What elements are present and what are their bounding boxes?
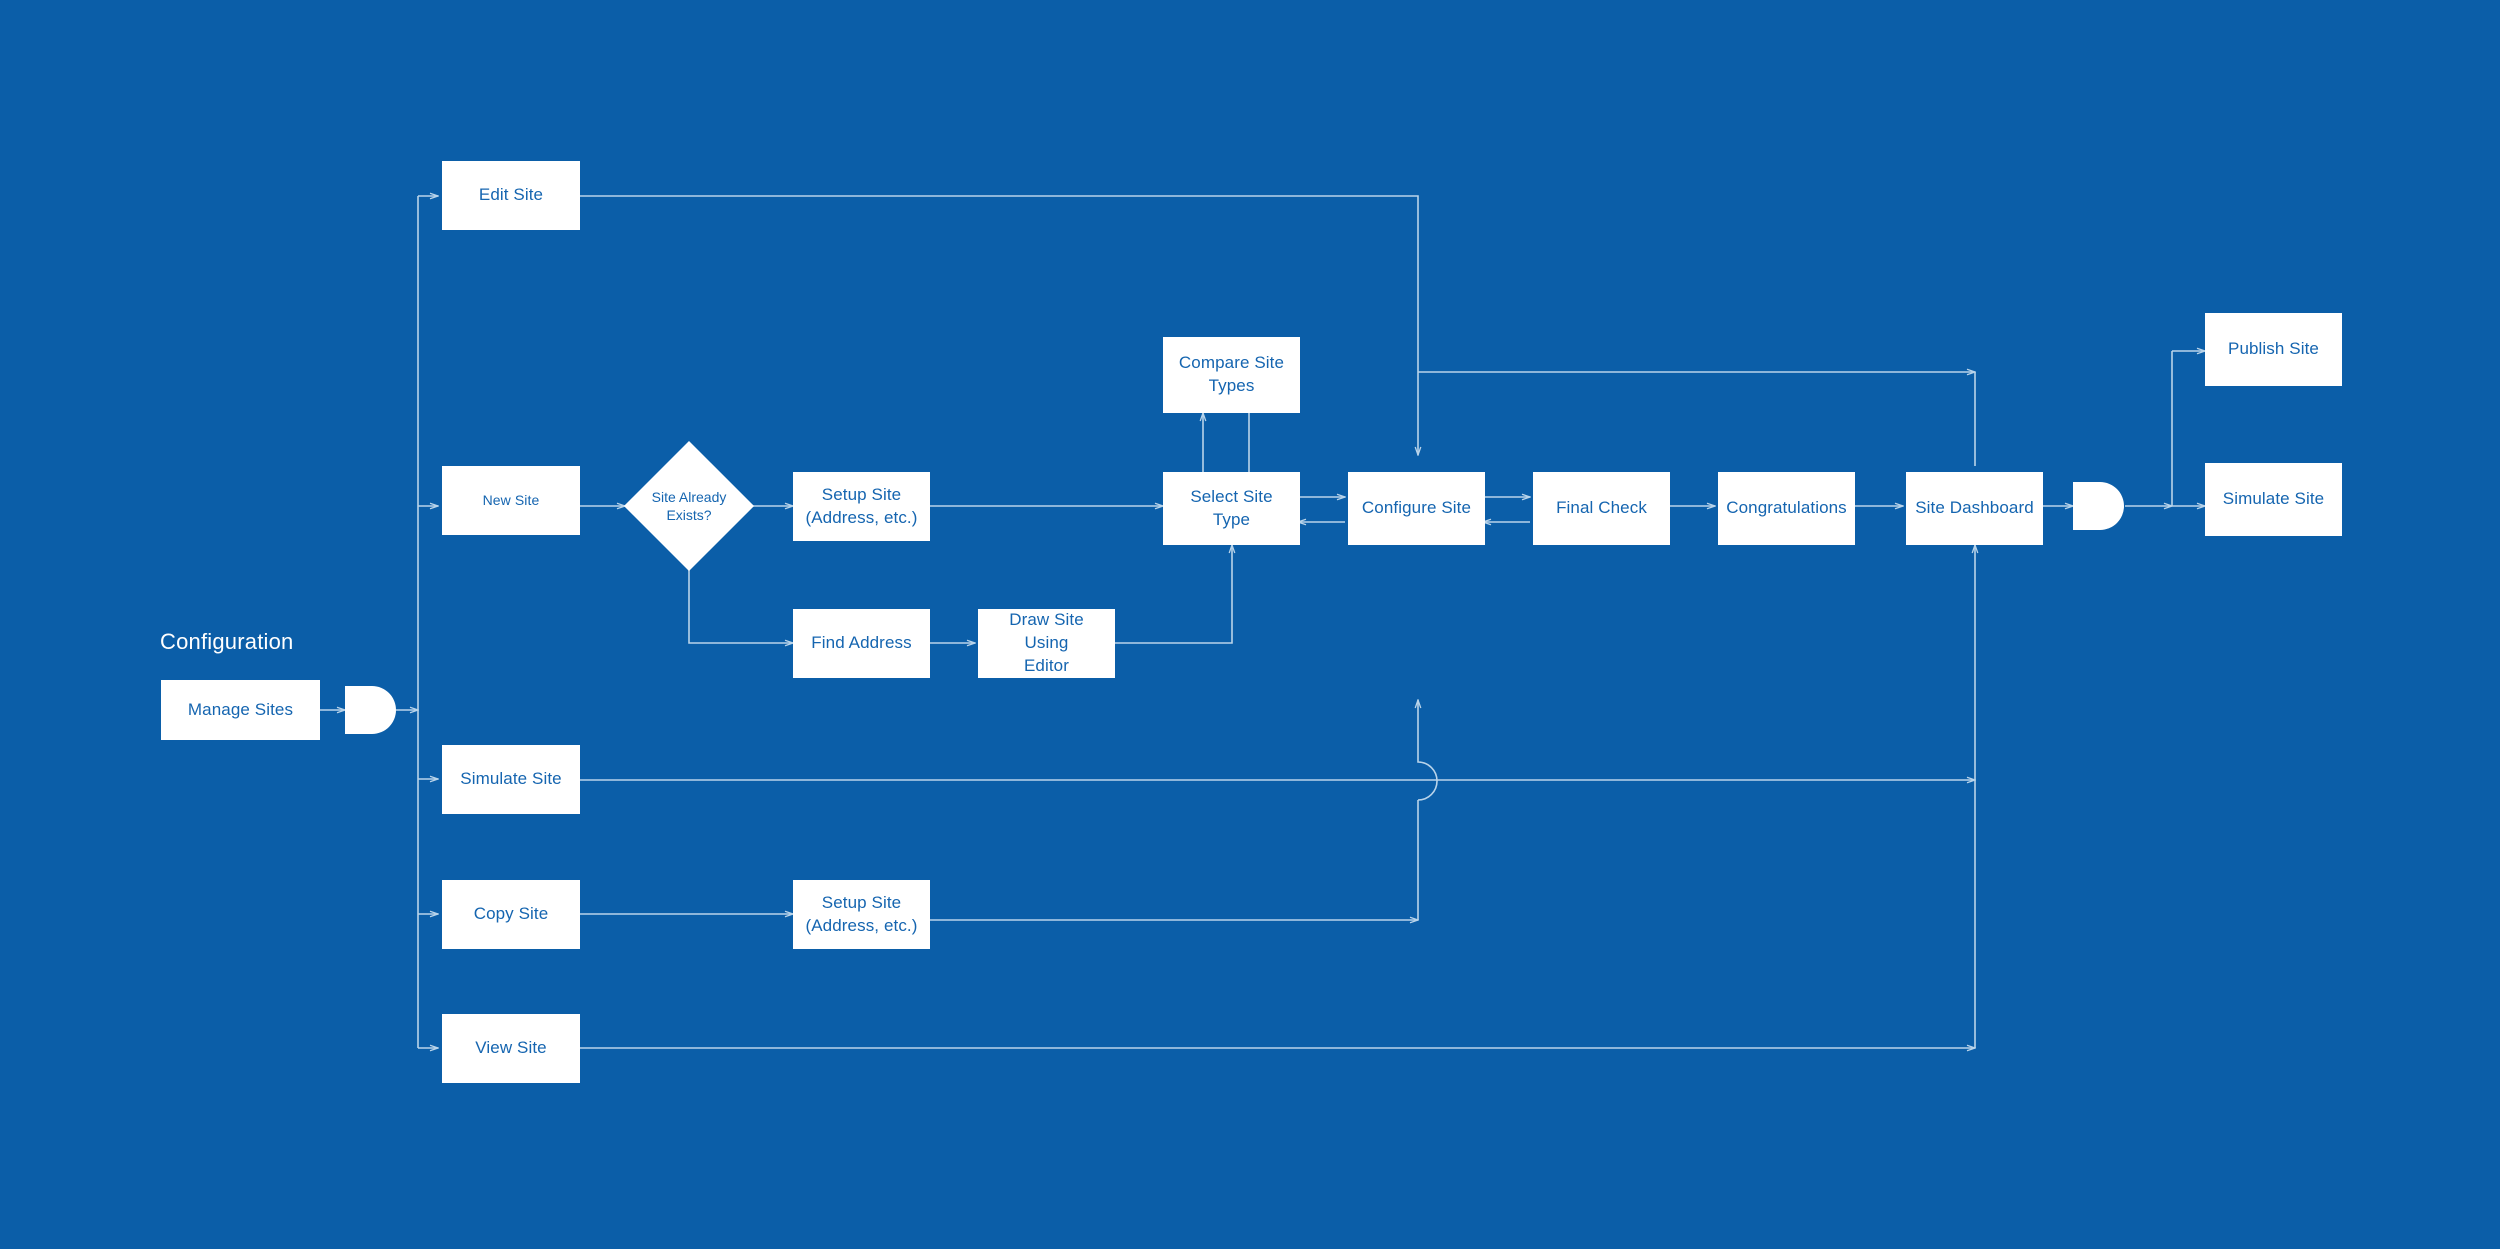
node-congratulations[interactable]: Congratulations — [1718, 472, 1855, 545]
node-manage-sites-label: Manage Sites — [187, 699, 294, 719]
node-select-site-type-label: Select Site Type — [1190, 486, 1273, 529]
node-edit-site-label: Edit Site — [478, 185, 544, 205]
edge-editsite-to-configure — [580, 195, 1418, 455]
node-simulate-site-right-label: Simulate Site — [2222, 489, 2325, 509]
node-setup-site-top[interactable]: Setup Site (Address, etc.) — [793, 472, 930, 541]
node-simulate-site-right[interactable]: Simulate Site — [2205, 463, 2342, 536]
dshape-connector-left — [345, 686, 396, 734]
node-copy-site-label: Copy Site — [473, 904, 549, 924]
node-draw-site-using-editor[interactable]: Draw Site Using Editor — [978, 609, 1115, 678]
node-publish-site[interactable]: Publish Site — [2205, 313, 2342, 386]
node-site-dashboard[interactable]: Site Dashboard — [1906, 472, 2043, 545]
node-final-check-label: Final Check — [1556, 498, 1647, 518]
node-view-site[interactable]: View Site — [442, 1014, 580, 1083]
dshape-connector-right — [2073, 482, 2124, 530]
node-simulate-site-left[interactable]: Simulate Site — [442, 745, 580, 814]
node-site-already-exists-label: Site Already Exists? — [651, 488, 727, 523]
node-publish-site-label: Publish Site — [2228, 339, 2319, 359]
node-simulate-site-left-label: Simulate Site — [460, 769, 562, 789]
node-compare-site-types-label: Compare Site Types — [1178, 353, 1285, 395]
node-setup-site-top-label: Setup Site (Address, etc.) — [805, 484, 918, 527]
node-setup-site-bottom-label: Setup Site (Address, etc.) — [805, 892, 918, 935]
node-view-site-label: View Site — [475, 1038, 547, 1058]
node-congratulations-label: Congratulations — [1726, 498, 1847, 518]
section-title: Configuration — [160, 629, 294, 654]
node-final-check[interactable]: Final Check — [1533, 472, 1670, 545]
node-copy-site[interactable]: Copy Site — [442, 880, 580, 949]
edge-draw-to-select — [1115, 545, 1232, 644]
node-draw-site-using-editor-label: Draw Site Using Editor — [1009, 610, 1084, 675]
node-find-address-label: Find Address — [811, 633, 912, 653]
node-new-site[interactable]: New Site — [442, 466, 580, 535]
node-site-already-exists[interactable]: Site Already Exists? — [623, 440, 755, 572]
node-setup-site-bottom[interactable]: Setup Site (Address, etc.) — [793, 880, 930, 949]
node-configure-site-label: Configure Site — [1361, 498, 1472, 518]
line-jump-hop — [1418, 700, 1438, 801]
node-configure-site[interactable]: Configure Site — [1348, 472, 1485, 545]
node-compare-site-types[interactable]: Compare Site Types — [1163, 337, 1300, 413]
node-select-site-type[interactable]: Select Site Type — [1163, 472, 1300, 545]
node-manage-sites[interactable]: Manage Sites — [161, 680, 320, 740]
edge-diamond-to-find-address — [688, 570, 793, 643]
node-find-address[interactable]: Find Address — [793, 609, 930, 678]
node-new-site-label: New Site — [482, 492, 540, 509]
node-site-dashboard-label: Site Dashboard — [1915, 498, 2034, 518]
node-edit-site[interactable]: Edit Site — [442, 161, 580, 230]
